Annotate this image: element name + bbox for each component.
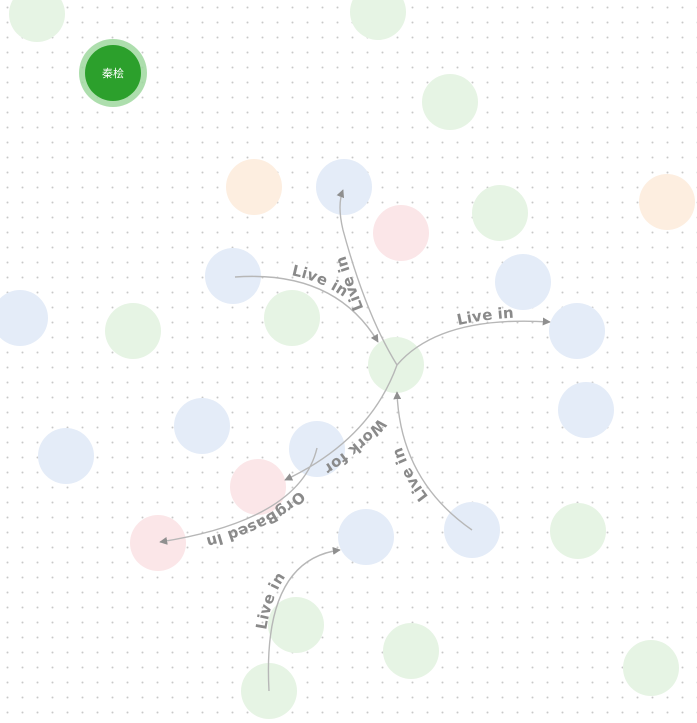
faded-node-green[interactable] — [105, 303, 161, 359]
faded-node-blue[interactable] — [174, 398, 230, 454]
faded-node-blue[interactable] — [558, 382, 614, 438]
faded-node-red[interactable] — [373, 205, 429, 261]
edge-line[interactable] — [267, 546, 341, 692]
edge-line[interactable] — [159, 447, 318, 545]
edge-line[interactable] — [393, 391, 473, 531]
edge-line[interactable] — [234, 275, 379, 343]
faded-node-green[interactable] — [368, 337, 424, 393]
faded-node-green[interactable] — [623, 640, 679, 696]
faded-node-green[interactable] — [422, 74, 478, 130]
faded-node-blue[interactable] — [0, 290, 48, 346]
faded-node-green[interactable] — [264, 290, 320, 346]
faded-node-green[interactable] — [350, 0, 406, 40]
faded-node-red[interactable] — [130, 515, 186, 571]
selected-node-circle[interactable] — [85, 45, 141, 101]
edge-line[interactable] — [396, 317, 551, 366]
faded-node-blue[interactable] — [495, 254, 551, 310]
faded-node-green[interactable] — [472, 185, 528, 241]
faded-node-orange[interactable] — [639, 174, 695, 230]
faded-node-orange[interactable] — [226, 159, 282, 215]
faded-node-blue[interactable] — [316, 159, 372, 215]
edge-line[interactable] — [336, 189, 398, 366]
selected-node-label: 秦桧 — [102, 66, 124, 80]
faded-node-green[interactable] — [383, 623, 439, 679]
faded-node-blue[interactable] — [205, 248, 261, 304]
faded-node-green[interactable] — [9, 0, 65, 42]
faded-node-blue[interactable] — [38, 428, 94, 484]
selected-node[interactable]: 秦桧 — [79, 39, 147, 107]
faded-node-green[interactable] — [550, 503, 606, 559]
faded-node-red[interactable] — [230, 459, 286, 515]
faded-node-green[interactable] — [268, 597, 324, 653]
edge-line[interactable] — [284, 364, 398, 481]
faded-node-blue[interactable] — [338, 509, 394, 565]
faded-node-blue[interactable] — [549, 303, 605, 359]
